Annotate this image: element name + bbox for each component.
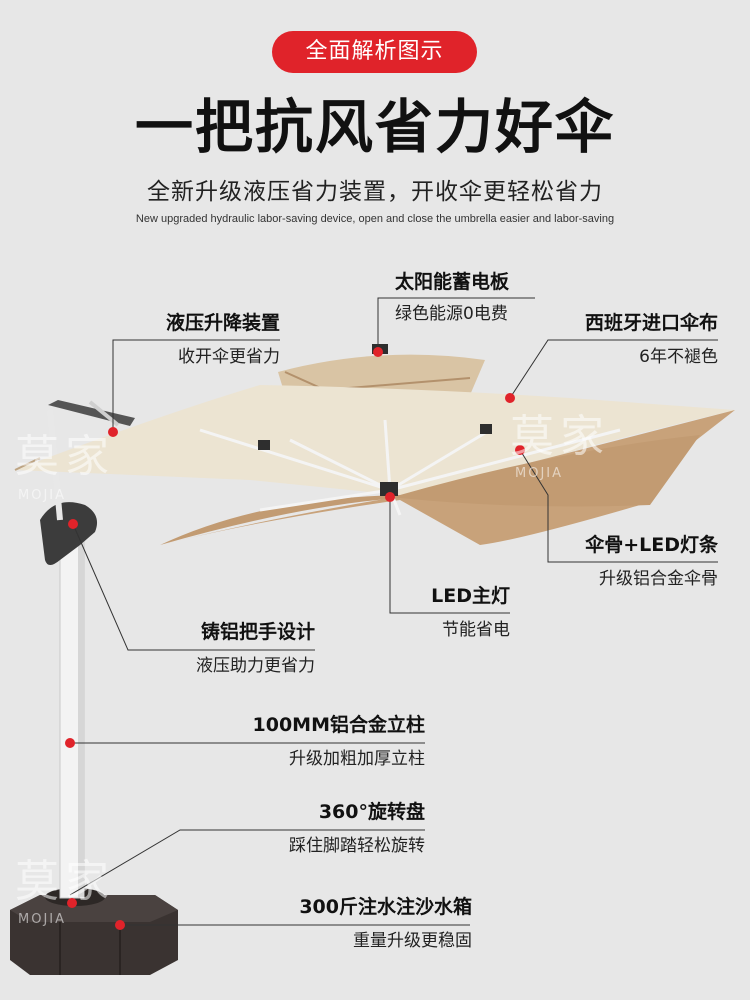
watermark-en: MOJIA bbox=[18, 488, 67, 503]
callout-pole-title: 100MM铝合金立柱 bbox=[252, 714, 425, 736]
callout-fabric-desc: 6年不褪色 bbox=[639, 347, 718, 367]
callout-solar: 太阳能蓄电板 绿色能源0电费 bbox=[395, 270, 509, 326]
feature-badge: 全面解析图示 bbox=[272, 31, 477, 73]
umbrella-ribs bbox=[199, 419, 621, 516]
callout-ribs-title: 伞骨+LED灯条 bbox=[585, 534, 718, 556]
callout-base-title: 360°旋转盘 bbox=[318, 801, 425, 823]
callout-tank-desc: 重量升级更稳固 bbox=[353, 931, 472, 951]
callout-fabric: 西班牙进口伞布 6年不褪色 bbox=[585, 311, 718, 369]
page-title: 一把抗风省力好伞 bbox=[134, 93, 615, 161]
callout-base: 360°旋转盘 踩住脚踏轻松旋转 bbox=[289, 800, 425, 858]
callout-hydraulic-desc: 收开伞更省力 bbox=[178, 347, 280, 367]
callout-led: LED主灯 节能省电 bbox=[431, 584, 510, 642]
canopy-top bbox=[15, 385, 735, 495]
watermark: 莫家 bbox=[15, 856, 115, 907]
callout-solar-desc: 绿色能源0电费 bbox=[395, 304, 508, 324]
callout-pole: 100MM铝合金立柱 升级加粗加厚立柱 bbox=[253, 713, 425, 771]
top-canopy bbox=[278, 354, 485, 395]
watermark: 莫家 bbox=[510, 411, 610, 462]
canopy-underside bbox=[40, 410, 735, 545]
watermark: 莫家 bbox=[15, 431, 115, 482]
callout-ribs: 伞骨+LED灯条 升级铝合金伞骨 bbox=[585, 533, 718, 591]
callout-solar-title: 太阳能蓄电板 bbox=[395, 271, 510, 293]
callout-dots bbox=[65, 347, 525, 930]
led-main-light bbox=[380, 482, 398, 496]
callout-handle-title: 铸铝把手设计 bbox=[200, 621, 315, 643]
callout-base-desc: 踩住脚踏轻松旋转 bbox=[289, 836, 425, 856]
callout-hydraulic: 液压升降装置 收开伞更省力 bbox=[166, 311, 280, 369]
callout-led-title: LED主灯 bbox=[431, 585, 510, 607]
callout-tank-title: 300斤注水注沙水箱 bbox=[299, 896, 472, 918]
water-tank bbox=[10, 895, 178, 975]
callout-lines bbox=[69, 297, 718, 926]
callout-fabric-title: 西班牙进口伞布 bbox=[584, 312, 718, 334]
page-subtitle: 全新升级液压省力装置，开收伞更轻松省力 bbox=[147, 179, 603, 205]
callout-hydraulic-title: 液压升降装置 bbox=[165, 312, 280, 334]
callout-led-desc: 节能省电 bbox=[442, 620, 510, 640]
callout-handle: 铸铝把手设计 液压助力更省力 bbox=[196, 620, 315, 678]
callout-tank: 300斤注水注沙水箱 重量升级更稳固 bbox=[299, 895, 472, 953]
callout-pole-desc: 升级加粗加厚立柱 bbox=[289, 749, 425, 769]
callout-handle-desc: 液压助力更省力 bbox=[196, 656, 315, 676]
watermark-en: MOJIA bbox=[515, 466, 564, 481]
watermark-en: MOJIA bbox=[18, 912, 67, 927]
handle bbox=[40, 502, 98, 565]
callout-ribs-desc: 升级铝合金伞骨 bbox=[599, 569, 718, 589]
page-subtitle-en: New upgraded hydraulic labor-saving devi… bbox=[135, 213, 615, 225]
